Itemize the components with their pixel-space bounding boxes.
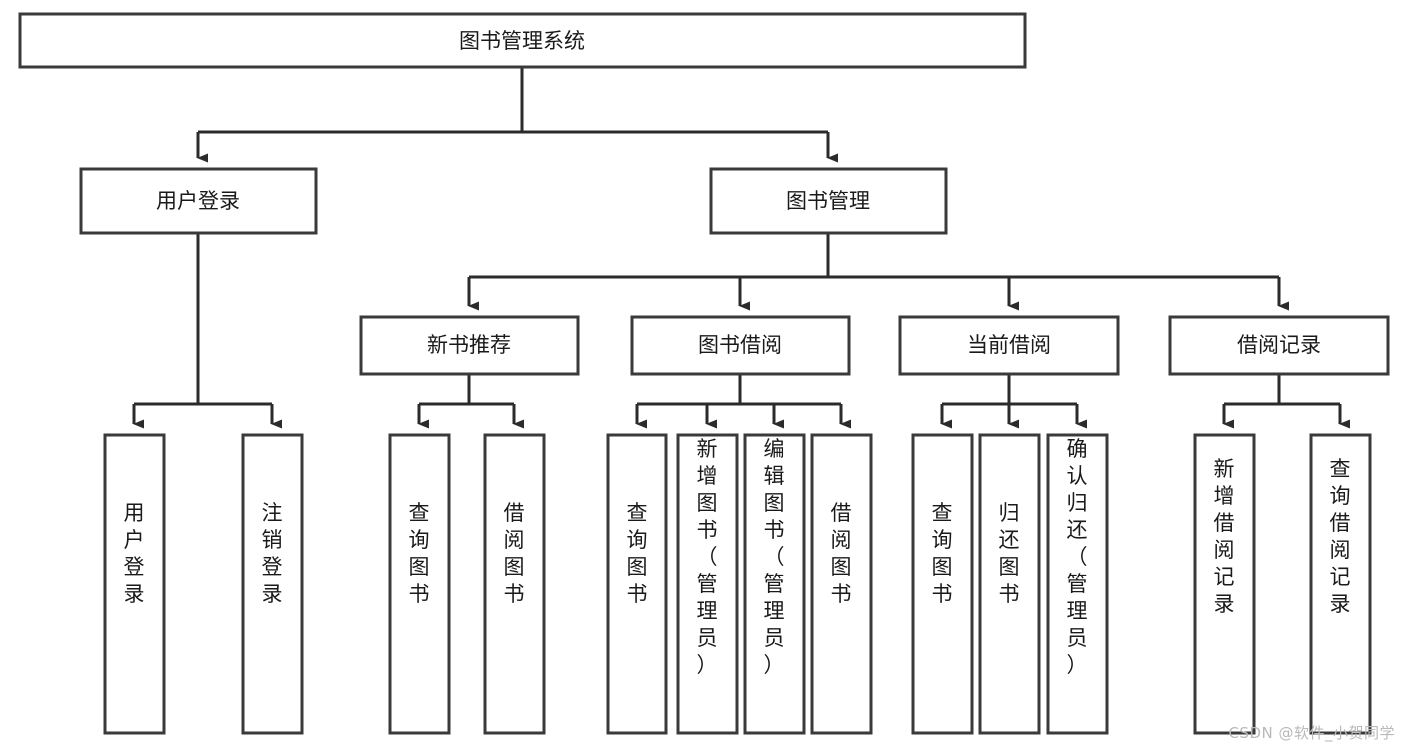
node-leaf-query-book-current-box — [911, 433, 974, 735]
node-root[interactable]: 图书管理系统 — [18, 12, 1027, 69]
connector-group-current-borrow-to-leaves — [940, 374, 1087, 429]
node-book-borrow-label: 图书借阅 — [698, 333, 782, 357]
node-leaf-add-book-admin-box — [676, 433, 739, 735]
node-leaf-borrow-book-rec[interactable]: 借阅图书 — [483, 433, 546, 735]
node-leaf-query-borrow-record-box — [1309, 433, 1372, 735]
node-new-book-rec[interactable]: 新书推荐 — [359, 315, 580, 376]
node-current-borrow-box — [898, 315, 1120, 376]
node-leaf-borrow-book-rec-box — [483, 433, 546, 735]
node-new-book-rec-label: 新书推荐 — [427, 333, 511, 357]
node-leaf-user-login[interactable]: 用户登录 — [103, 433, 166, 735]
node-book-manage[interactable]: 图书管理 — [709, 167, 948, 235]
connector-group-book-borrow-to-leaves — [635, 374, 851, 429]
node-root-label: 图书管理系统 — [459, 29, 585, 53]
node-leaf-add-borrow-record-box — [1193, 433, 1256, 735]
node-current-borrow[interactable]: 当前借阅 — [898, 315, 1120, 376]
node-user-login-label: 用户登录 — [156, 189, 240, 213]
node-leaf-borrow-book-box — [810, 433, 873, 735]
node-leaf-user-login-label: 用户登录 — [124, 501, 145, 606]
node-leaf-query-borrow-record[interactable]: 查询借阅记录 — [1309, 433, 1372, 735]
node-leaf-user-logout-box — [241, 433, 304, 735]
node-leaf-user-logout[interactable]: 注销登录 — [241, 433, 304, 735]
node-user-login[interactable]: 用户登录 — [79, 167, 318, 235]
node-leaf-edit-book-admin[interactable]: 编辑图书（管理员） — [743, 433, 806, 735]
node-leaf-confirm-return-admin-label: 确认归还（管理员） — [1067, 437, 1088, 677]
node-leaf-return-book[interactable]: 归还图书 — [978, 433, 1041, 735]
node-leaf-query-book-rec[interactable]: 查询图书 — [388, 433, 451, 735]
connector-group-root-to-level2 — [196, 67, 838, 163]
node-leaf-query-book-rec-label: 查询图书 — [409, 501, 430, 606]
node-borrow-record-label: 借阅记录 — [1237, 333, 1321, 357]
node-book-borrow-box — [630, 315, 851, 376]
node-leaf-return-book-box — [978, 433, 1041, 735]
connector-group-borrow-record-to-leaves — [1222, 374, 1350, 429]
csdn-watermark: CSDN @软件_小贺同学 — [1228, 724, 1395, 742]
node-root-box — [18, 12, 1027, 69]
node-leaf-query-book-borrow[interactable]: 查询图书 — [606, 433, 668, 735]
node-leaf-add-borrow-record-label: 新增借阅记录 — [1214, 457, 1235, 616]
node-leaf-add-book-admin[interactable]: 新增图书（管理员） — [676, 433, 739, 735]
node-book-manage-label: 图书管理 — [786, 189, 870, 213]
node-leaf-add-borrow-record[interactable]: 新增借阅记录 — [1193, 433, 1256, 735]
connector-group-user-login-to-leaves — [132, 233, 282, 429]
node-leaf-user-login-box — [103, 433, 166, 735]
node-leaf-borrow-book-rec-label: 借阅图书 — [504, 501, 525, 606]
node-book-borrow[interactable]: 图书借阅 — [630, 315, 851, 376]
node-user-login-box — [79, 167, 318, 235]
node-leaf-confirm-return-admin-box — [1046, 433, 1109, 735]
node-leaf-confirm-return-admin[interactable]: 确认归还（管理员） — [1046, 433, 1109, 735]
node-leaf-user-logout-label: 注销登录 — [262, 501, 283, 606]
node-new-book-rec-box — [359, 315, 580, 376]
node-current-borrow-label: 当前借阅 — [967, 333, 1051, 357]
node-leaf-add-book-admin-label: 新增图书（管理员） — [697, 437, 718, 677]
node-book-manage-box — [709, 167, 948, 235]
node-leaf-query-book-current-label: 查询图书 — [932, 501, 953, 606]
node-leaf-query-book-borrow-label: 查询图书 — [627, 501, 648, 606]
node-leaf-edit-book-admin-box — [743, 433, 806, 735]
node-leaf-query-book-rec-box — [388, 433, 451, 735]
connector-group-new-book-rec-to-leaves — [417, 374, 524, 429]
node-leaf-borrow-book[interactable]: 借阅图书 — [810, 433, 873, 735]
node-borrow-record-box — [1168, 315, 1390, 376]
node-leaf-return-book-label: 归还图书 — [999, 501, 1020, 606]
node-leaf-query-borrow-record-label: 查询借阅记录 — [1330, 457, 1351, 616]
node-leaf-query-book-current[interactable]: 查询图书 — [911, 433, 974, 735]
node-leaf-borrow-book-label: 借阅图书 — [831, 501, 852, 606]
node-leaf-query-book-borrow-box — [606, 433, 668, 735]
connector-group-book-manage-to-level3 — [467, 233, 1289, 311]
node-leaf-edit-book-admin-label: 编辑图书（管理员） — [764, 437, 785, 677]
node-borrow-record[interactable]: 借阅记录 — [1168, 315, 1390, 376]
